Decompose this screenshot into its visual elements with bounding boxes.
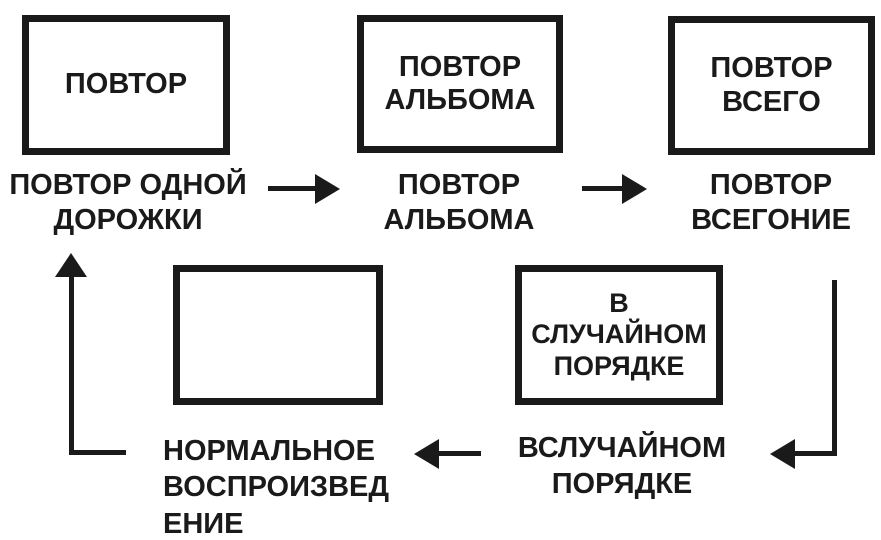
node-box-repeat-all: ПОВТОР ВСЕГО [668,16,875,155]
arrow-shaft-vertical [832,280,837,453]
arrow-shaft [268,186,318,191]
node-box-shuffle: В СЛУЧАЙНОМ ПОРЯДКЕ [515,265,723,405]
caption-repeat-one-track: ПОВТОР ОДНОЙ ДОРОЖКИ [9,169,247,236]
node-box-normal-playback [173,265,383,405]
node-box-repeat-one-track: ПОВТОР [22,15,230,155]
arrowhead-left-icon [770,439,795,469]
arrow-shaft [582,186,625,191]
caption-repeat-album: ПОВТОР АЛЬБОМА [383,169,535,236]
caption-normal-playback: НОРМАЛЬНОЕ ВОСПРОИЗВЕД ЕНИЕ [163,435,390,540]
arrowhead-left-icon [414,439,439,469]
arrowhead-up-icon [55,253,87,277]
arrow-shaft-horizontal [793,451,837,456]
caption-repeat-all: ПОВТОР ВСЕГОНИЕ [691,169,851,236]
arrow-shaft-horizontal [69,450,126,455]
caption-shuffle: ВСЛУЧАЙНОМ ПОРЯДКЕ [517,432,727,501]
arrowhead-right-icon [622,174,647,204]
arrow-shaft-vertical [69,275,74,455]
node-box-repeat-album: ПОВТОР АЛЬБОМА [357,15,563,153]
arrow-shaft [437,451,481,456]
arrowhead-right-icon [315,174,340,204]
